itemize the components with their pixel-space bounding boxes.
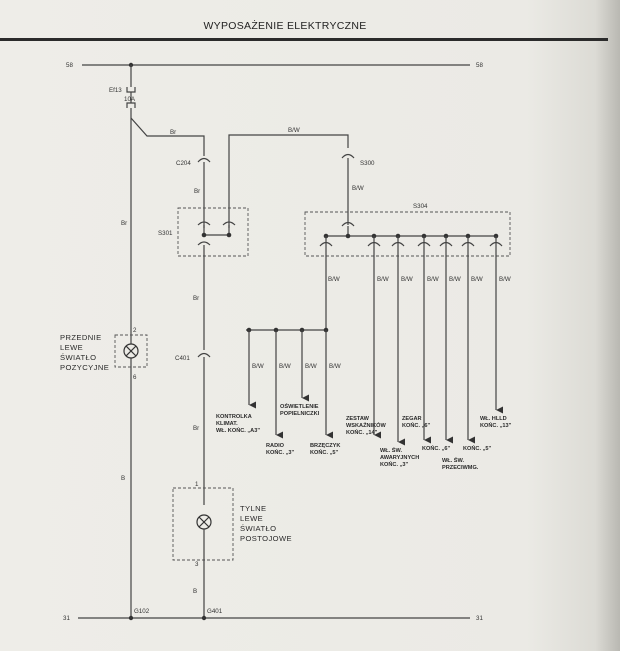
dest-zestaw-3: KOŃC. „14" xyxy=(346,428,378,436)
s304-label: S304 xyxy=(413,203,428,210)
dist-drop-label: B/W xyxy=(279,363,291,370)
s301-box xyxy=(177,207,249,257)
br-wire-label-3: Br xyxy=(194,188,200,195)
front-lamp-pin-top: 2 xyxy=(133,327,137,334)
c204-connector xyxy=(197,157,211,163)
s304-drop-label: B/W xyxy=(471,276,483,283)
s301-label: S301 xyxy=(158,230,173,237)
bus-58-right-label: 58 xyxy=(476,62,483,69)
dest-zestaw-1: ZESTAW xyxy=(346,416,370,422)
s304-drop-wires: B/W B/W B/W B/W B/W B/W xyxy=(373,246,511,446)
bus-31-right-label: 31 xyxy=(476,615,483,622)
front-lamp-label-3: ŚWIATŁO xyxy=(60,353,96,362)
dist-drop-label: B/W xyxy=(305,363,317,370)
s304-drop-label: B/W xyxy=(449,276,461,283)
fuse-rating: 10A xyxy=(124,96,136,103)
front-lamp-box xyxy=(114,334,148,368)
c401-label: C401 xyxy=(175,355,190,362)
s301-term-1 xyxy=(197,221,211,226)
dest-awaryjnych-2: AWARYJNYCH xyxy=(380,455,419,461)
header-rule xyxy=(0,38,608,41)
page-title: WYPOSAŻENIE ELEKTRYCZNE xyxy=(203,20,367,32)
bus-58-left-label: 58 xyxy=(66,62,73,69)
dest-radio-2: KOŃC. „3" xyxy=(266,448,294,456)
g102-label: G102 xyxy=(134,608,150,615)
br-wire-label-1: Br xyxy=(121,220,127,227)
fuse-ef13-symbol xyxy=(126,87,136,108)
rear-lamp-bulb-icon xyxy=(196,514,212,530)
front-lamp-label-4: POZYCYJNE xyxy=(60,363,109,372)
c401-connector xyxy=(197,352,211,358)
s304-drop-label: B/W xyxy=(377,276,389,283)
rear-lamp-label-4: POSTOJOWE xyxy=(240,534,292,543)
rear-lamp-box xyxy=(172,487,234,561)
dist-drop-label: B/W xyxy=(252,363,264,370)
dest-radio-1: RADIO xyxy=(266,443,285,449)
dest-hlld-1: WŁ. HLLD xyxy=(480,416,507,422)
dest-oswietlenie-1: OŚWIETLENIE xyxy=(280,403,319,410)
dest-kontrolka-2: KLIMAT. xyxy=(216,421,238,427)
br-wire-label-5: Br xyxy=(193,425,199,432)
front-lamp-pin-bottom: 6 xyxy=(133,374,137,381)
rear-lamp-pin-top: 1 xyxy=(195,481,199,488)
br-wire-label-2: Br xyxy=(170,129,176,136)
s301-term-3 xyxy=(197,241,211,246)
br-wire-label-4: Br xyxy=(193,295,199,302)
s300-connector xyxy=(341,153,355,159)
dest-przeciwmg-1: WŁ. ŚW. xyxy=(442,457,465,464)
front-lamp-label-2: LEWE xyxy=(60,343,83,352)
g401-node xyxy=(201,615,207,621)
bw-top-wire xyxy=(228,134,349,228)
dest-awaryjnych-3: KOŃC. „3" xyxy=(380,460,408,468)
dest-kontrolka-1: KONTROLKA xyxy=(216,414,252,420)
dest-zegar-2: KOŃC. „6" xyxy=(402,421,430,429)
s304-drop-label: B/W xyxy=(401,276,413,283)
s304-drop-label: B/W xyxy=(499,276,511,283)
dest-brzeczyk-1: BRZĘCZYK xyxy=(310,443,340,449)
g401-label: G401 xyxy=(207,608,223,615)
fuse-name: Ef13 xyxy=(109,87,122,94)
dist-drop-label: B/W xyxy=(329,363,341,370)
s304-input-term xyxy=(341,221,355,227)
front-lamp-bulb-icon xyxy=(123,343,139,359)
s304-drop-label: B/W xyxy=(427,276,439,283)
dest-konc5: KOŃC. „5" xyxy=(463,444,491,452)
g102-node xyxy=(128,615,134,621)
rear-lamp-label-2: LEWE xyxy=(240,514,263,523)
dest-awaryjnych-1: WŁ. ŚW. xyxy=(380,447,403,454)
s304-nodes xyxy=(319,233,503,247)
b-wire-label-2: B xyxy=(193,588,197,595)
rear-lamp-label-1: TYLNE xyxy=(240,504,266,513)
dest-przeciwmg-2: PRZECIWMG. xyxy=(442,465,479,471)
s301-node-2 xyxy=(226,232,232,238)
dest-hlld-2: KOŃC. „13" xyxy=(480,421,512,429)
dest-kontrolka-3: WŁ. KOŃC. „A3" xyxy=(216,426,260,434)
br-branch-wire xyxy=(130,117,205,156)
dest-brzeczyk-2: KOŃC. „5" xyxy=(310,448,338,456)
dest-zegar-1: ZEGAR xyxy=(402,416,422,422)
bw-s300-label: B/W xyxy=(352,185,364,192)
dest-konc6: KOŃC. „6" xyxy=(422,444,450,452)
dist-drop-wires: B/W B/W B/W B/W xyxy=(248,330,341,439)
dest-oswietlenie-2: POPIELNICZKI xyxy=(280,411,320,417)
s304-node xyxy=(345,233,351,239)
s301-term-2 xyxy=(222,221,236,226)
bus-31-left-label: 31 xyxy=(63,615,70,622)
b-wire-label-1: B xyxy=(121,475,125,482)
s301-node-1 xyxy=(201,232,207,238)
rear-lamp-label-3: ŚWIATŁO xyxy=(240,524,276,533)
dest-zestaw-2: WSKAŹNIKÓW xyxy=(346,421,386,429)
rear-lamp-pin-bottom: 3 xyxy=(195,561,199,568)
bw-dist-label: B/W xyxy=(328,276,340,283)
s304-box xyxy=(304,211,511,257)
bw-top-label: B/W xyxy=(288,127,300,134)
c204-label: C204 xyxy=(176,160,191,167)
s300-label: S300 xyxy=(360,160,375,167)
front-lamp-label-1: PRZEDNIE xyxy=(60,333,102,342)
